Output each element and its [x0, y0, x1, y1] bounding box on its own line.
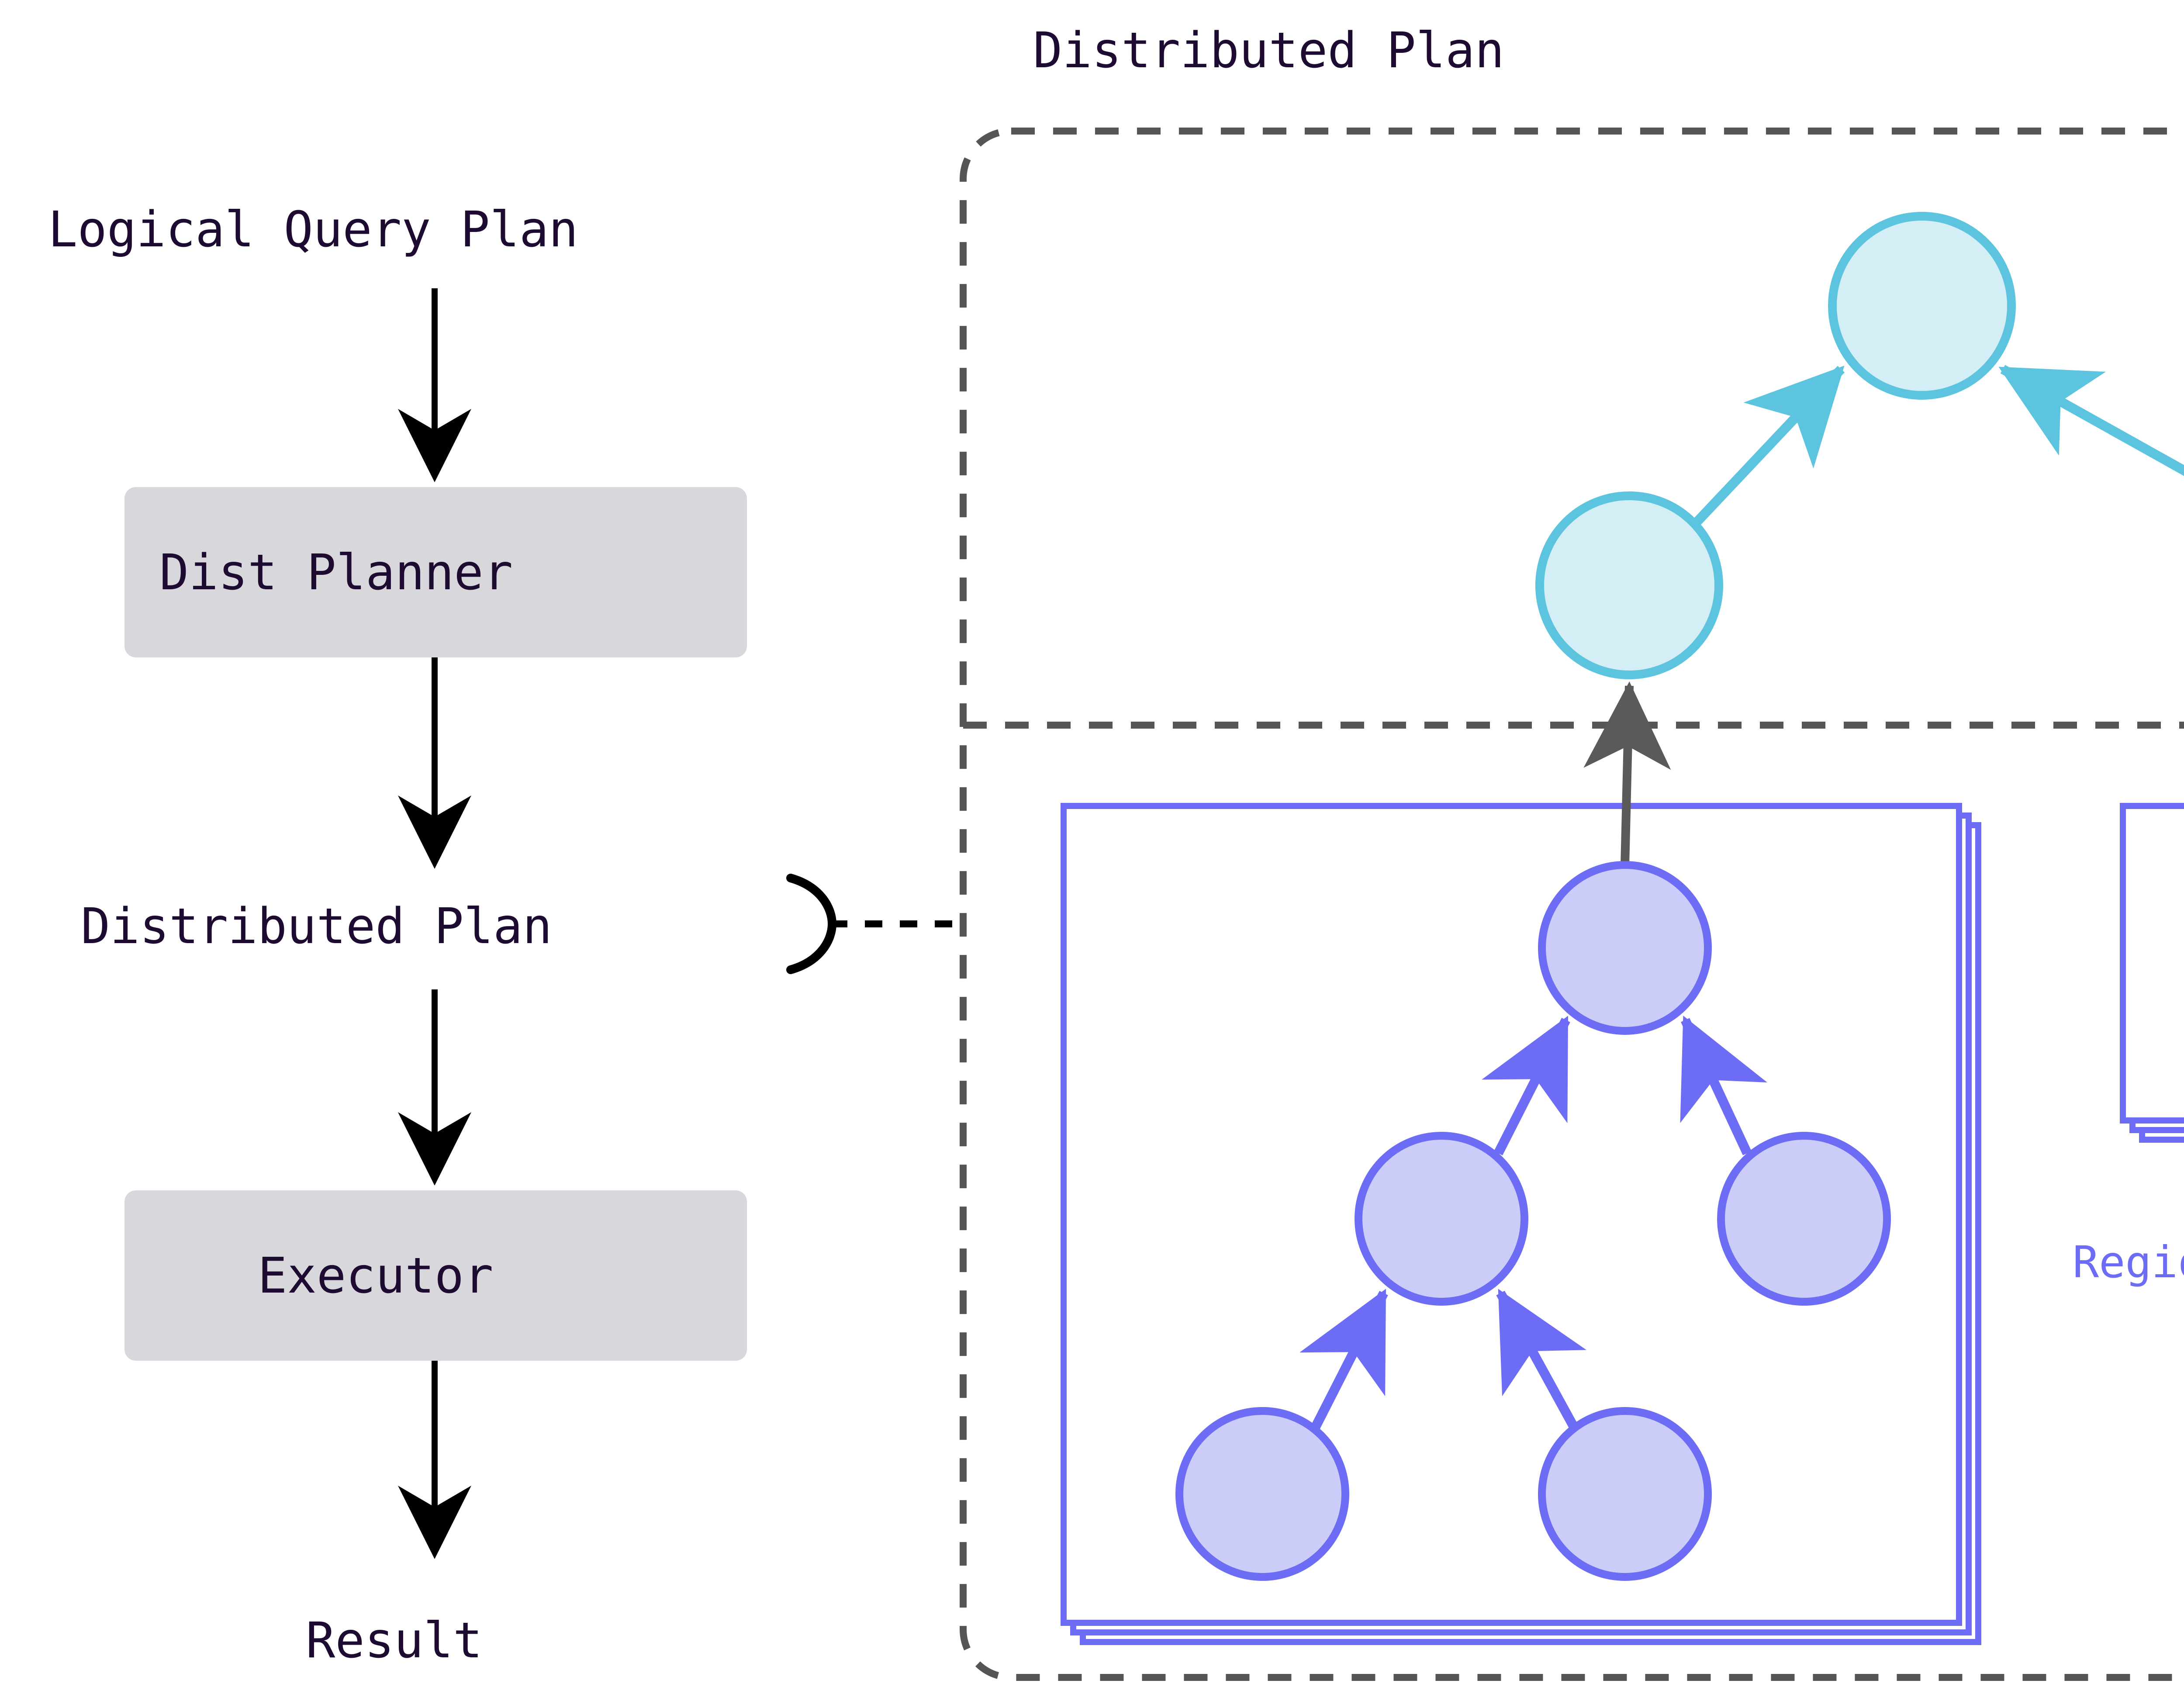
dist-planner-box[interactable] — [124, 487, 747, 657]
frontend-node-root[interactable] — [1828, 212, 2016, 400]
executor-box[interactable] — [124, 1190, 747, 1361]
datanode-edge-m2-to-root — [1680, 1016, 1767, 1155]
stage-link-arrows — [1583, 681, 1671, 865]
datanode-edges — [1299, 1016, 1767, 1431]
executor-label: Executor — [258, 1248, 494, 1304]
datanode-node-left-root[interactable] — [1538, 861, 1712, 1035]
datanode-node-left-leaf-1[interactable] — [1175, 1407, 1349, 1581]
logical-query-plan-label: Logical Query Plan — [48, 201, 578, 258]
region-stack-right — [2120, 803, 2184, 1143]
datanode-nodes — [1175, 861, 1891, 1581]
frontend-edge-left-to-root — [1691, 365, 1845, 528]
datanode-node-left-leaf-2[interactable] — [1538, 1407, 1712, 1581]
distplan-connector — [786, 874, 968, 974]
brace-icon — [786, 874, 837, 974]
distributed-plan-container — [960, 128, 2184, 1681]
distributed-plan-title: Distributed Plan — [1033, 22, 1504, 79]
regions-label: Regions — [2073, 1237, 2184, 1288]
datanode-edge-l2-to-m1 — [1496, 1289, 1586, 1431]
frontend-nodes — [1535, 212, 2016, 679]
datanode-edge-m1-to-root — [1482, 1016, 1570, 1155]
result-label: Result — [306, 1612, 483, 1669]
frontend-edges — [1691, 365, 2184, 528]
datanode-edge-l1-to-m1 — [1299, 1289, 1388, 1431]
frontend-node-left[interactable] — [1535, 491, 1723, 679]
pipeline-flow — [124, 288, 747, 1559]
dist-planner-label: Dist Planner — [159, 544, 513, 601]
region-box-front[interactable] — [2120, 803, 2184, 1124]
frontend-edge-right-to-root — [1998, 365, 2184, 476]
stage-link-left — [1583, 681, 1671, 865]
datanode-node-left-mid-2[interactable] — [1717, 1132, 1891, 1306]
distributed-plan-intermediate-label: Distributed Plan — [81, 898, 552, 955]
datanode-node-left-mid-1[interactable] — [1355, 1132, 1528, 1306]
